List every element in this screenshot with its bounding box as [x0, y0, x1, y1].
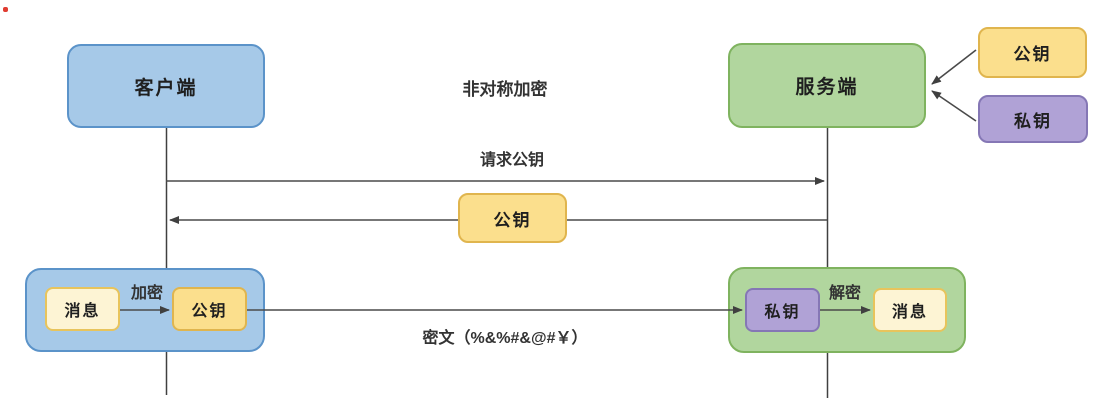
diagram-title: 非对称加密 [462, 80, 548, 99]
server-private-key-process-box: 私钥 [745, 288, 820, 332]
server-private-key-box: 私钥 [978, 95, 1088, 143]
request-public-key-label: 请求公钥 [479, 152, 545, 169]
returned-public-key-box: 公钥 [458, 193, 567, 243]
client-public-key-box: 公钥 [172, 287, 247, 331]
client-message-box: 消息 [45, 287, 120, 331]
client-actor-box: 客户端 [67, 44, 265, 128]
red-marker-dot [3, 7, 8, 12]
public-key-to-server-arrow [931, 49, 977, 85]
server-actor-box: 服务端 [728, 43, 926, 128]
private-key-to-server-arrow [931, 90, 977, 122]
decrypt-label: 解密 [828, 285, 862, 302]
ciphertext-label: 密文（%&%#&@#￥） [422, 330, 588, 347]
server-public-key-box: 公钥 [978, 27, 1087, 78]
encrypt-label: 加密 [130, 285, 164, 302]
server-message-box: 消息 [873, 288, 947, 332]
